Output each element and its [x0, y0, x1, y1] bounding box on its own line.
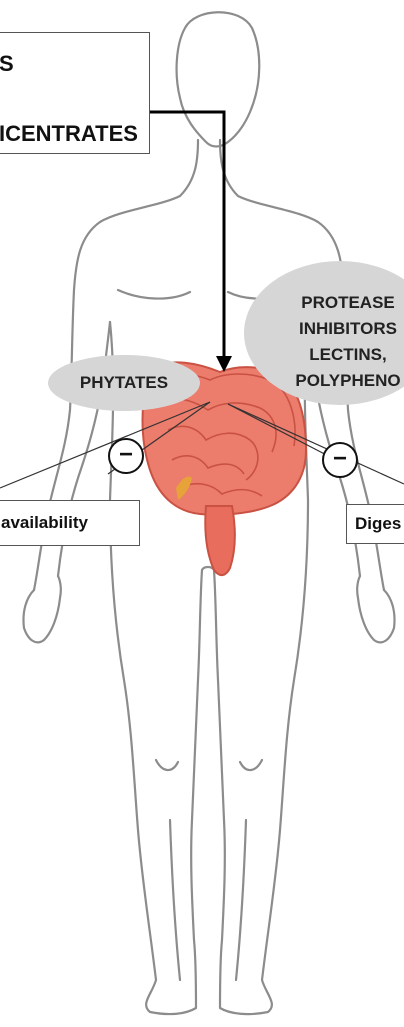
antinutrients-label: PROTEASE INHIBITORS LECTINS, POLYPHENO — [278, 290, 404, 394]
digestibility-box: Diges — [346, 504, 404, 544]
antinutrients-line4: POLYPHENO — [278, 368, 404, 394]
soy-protein-box: S ICENTRATES — [0, 32, 150, 154]
bioavailability-label: availability — [0, 513, 88, 532]
digestibility-label: Diges — [347, 514, 401, 533]
left-minus-sign: − — [108, 438, 144, 474]
antinutrients-line3: LECTINS, — [278, 342, 404, 368]
soy-box-line2: ICENTRATES — [0, 121, 138, 147]
bioavailability-box: availability — [0, 500, 140, 546]
right-minus-sign: − — [322, 442, 358, 478]
antinutrients-line1: PROTEASE — [278, 290, 404, 316]
phytates-label: PHYTATES — [60, 370, 188, 396]
antinutrients-line2: INHIBITORS — [278, 316, 404, 342]
soy-box-line1: S — [0, 51, 14, 77]
